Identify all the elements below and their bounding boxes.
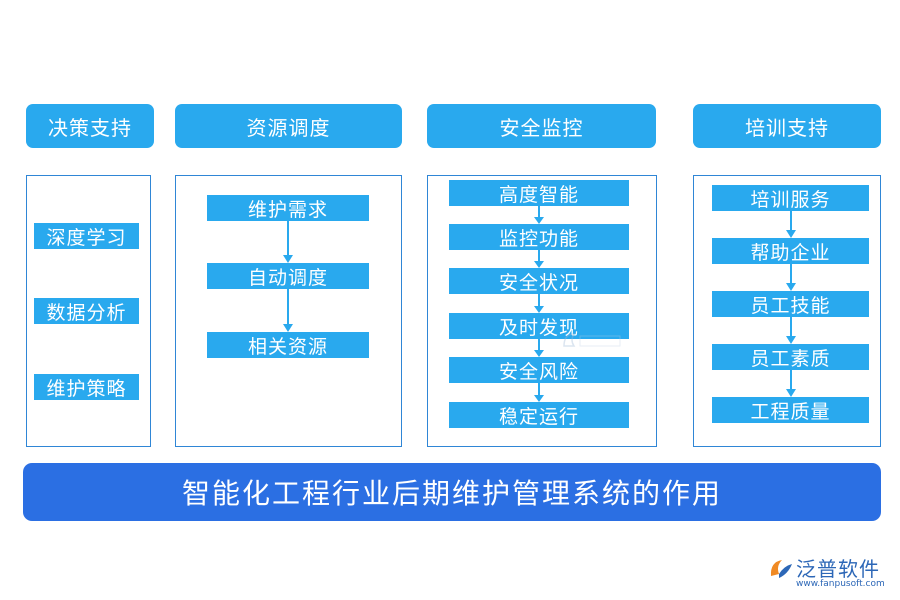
arrow-down-icon	[786, 211, 796, 238]
box-employee-quality: 员工素质	[712, 344, 869, 370]
header-decision-support: 决策支持	[26, 104, 154, 148]
box-high-intelligence: 高度智能	[449, 180, 629, 206]
arrow-down-icon	[534, 250, 544, 268]
box-training-service: 培训服务	[712, 185, 869, 211]
logo-url: www.fanpusoft.com	[796, 579, 885, 589]
fanpu-logo-icon	[770, 560, 792, 578]
box-safety-status: 安全状况	[449, 268, 629, 294]
arrow-down-icon	[786, 317, 796, 344]
box-safety-risk: 安全风险	[449, 357, 629, 383]
box-monitoring-function: 监控功能	[449, 224, 629, 250]
box-timely-detection: 及时发现	[449, 313, 629, 339]
brand-logo: 泛普软件 www.fanpusoft.com	[768, 553, 893, 593]
arrow-down-icon	[534, 294, 544, 313]
logo-name: 泛普软件	[796, 557, 880, 581]
arrow-down-icon	[534, 383, 544, 402]
box-maintenance-demand: 维护需求	[207, 195, 369, 221]
banner-title: 智能化工程行业后期维护管理系统的作用	[23, 463, 881, 521]
header-training-support: 培训支持	[693, 104, 881, 148]
box-data-analysis: 数据分析	[34, 298, 139, 324]
watermark-logo-icon	[563, 333, 621, 347]
box-maintenance-strategy: 维护策略	[34, 374, 139, 400]
header-resource-scheduling: 资源调度	[175, 104, 402, 148]
arrow-down-icon	[534, 206, 544, 224]
box-engineering-quality: 工程质量	[712, 397, 869, 423]
box-deep-learning: 深度学习	[34, 223, 139, 249]
arrow-down-icon	[283, 221, 293, 263]
arrow-down-icon	[283, 289, 293, 332]
arrow-down-icon	[786, 264, 796, 291]
arrow-down-icon	[534, 339, 544, 357]
header-security-monitoring: 安全监控	[427, 104, 656, 148]
box-help-enterprise: 帮助企业	[712, 238, 869, 264]
arrow-down-icon	[786, 370, 796, 397]
box-related-resources: 相关资源	[207, 332, 369, 358]
panel-security-monitoring	[427, 175, 657, 447]
box-auto-scheduling: 自动调度	[207, 263, 369, 289]
box-stable-operation: 稳定运行	[449, 402, 629, 428]
box-employee-skills: 员工技能	[712, 291, 869, 317]
